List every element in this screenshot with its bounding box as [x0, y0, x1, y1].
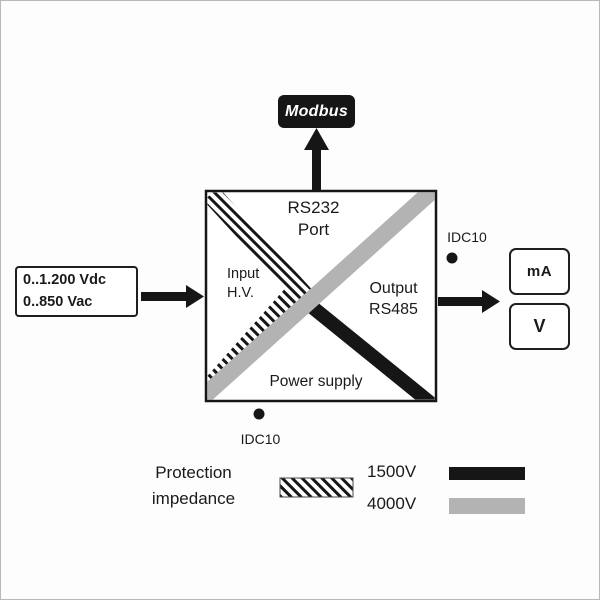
modbus-arrow-shaft	[312, 147, 321, 192]
modbus-badge: Modbus	[278, 95, 355, 128]
idc10-right-label: IDC10	[447, 229, 487, 245]
input-range-line2: 0..850 Vac	[23, 293, 93, 310]
legend-4000v-label: 4000V	[367, 494, 417, 513]
modbus-badge-label: Modbus	[284, 102, 349, 120]
legend-4000v-swatch	[449, 498, 525, 514]
input-arrow-shaft	[141, 292, 187, 301]
legend-1500v-label: 1500V	[367, 462, 417, 481]
modbus-arrow-head	[304, 128, 329, 150]
idc10-bottom-label: IDC10	[240, 431, 281, 447]
idc10-right-dot	[446, 252, 458, 264]
legend-protection-label: Protection impedance	[151, 463, 236, 508]
input-range-box: 0..1.200 Vdc 0..850 Vac	[15, 266, 138, 317]
legend-1500v-swatch	[449, 467, 525, 480]
output-arrow-shaft	[438, 297, 483, 306]
input-hv-label: Input H.V.	[227, 266, 260, 301]
rs232-port-label: RS232 Port	[287, 198, 340, 240]
output-v-label: V	[533, 316, 546, 336]
output-v-box: V	[509, 303, 570, 350]
isolation-4000v-band	[207, 192, 435, 400]
output-arrow-head	[482, 290, 500, 313]
output-ma-box: mA	[509, 248, 570, 295]
power-supply-label: Power supply	[269, 373, 363, 390]
output-rs485-label: Output RS485	[369, 280, 418, 318]
input-range-line1: 0..1.200 Vdc	[23, 272, 107, 289]
idc10-bottom-dot	[253, 408, 265, 420]
isolation-1500v-band	[296, 292, 435, 400]
output-ma-label: mA	[526, 263, 553, 280]
input-arrow-head	[186, 285, 204, 308]
legend-hatch-swatch	[279, 477, 354, 498]
